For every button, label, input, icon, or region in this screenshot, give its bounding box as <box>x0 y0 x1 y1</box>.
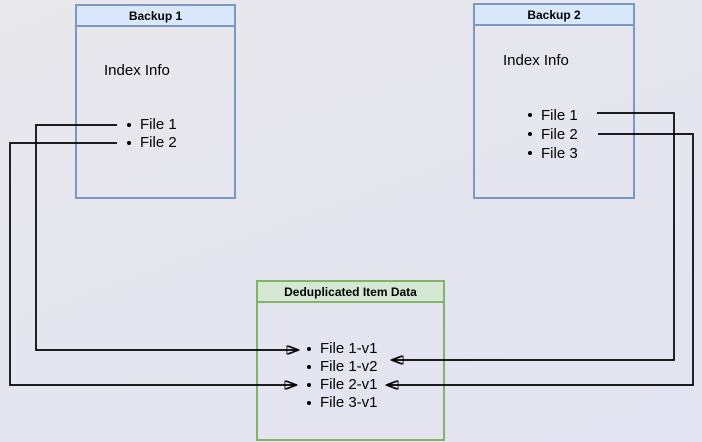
backup2-box: Backup 2 Index Info File 1 File 2 File 3 <box>473 3 635 199</box>
dedup-file-2-v1-item: File 2-v1 <box>307 376 378 394</box>
backup1-title: Backup 1 <box>77 6 234 27</box>
backup2-file-1-item: File 1 <box>528 106 578 125</box>
backup1-file-2-item: File 2 <box>127 134 177 152</box>
dedup-title: Deduplicated Item Data <box>258 282 443 303</box>
dedup-file-list: File 1-v1 File 1-v2 File 2-v1 File 3-v1 <box>307 340 378 412</box>
backup2-title: Backup 2 <box>475 5 633 26</box>
backup1-box: Backup 1 Index Info File 1 File 2 <box>75 4 236 199</box>
backup2-file-list: File 1 File 2 File 3 <box>528 106 578 163</box>
backup2-file-3-item: File 3 <box>528 144 578 163</box>
backup2-file-2-item: File 2 <box>528 125 578 144</box>
dedup-file-1-v1-item: File 1-v1 <box>307 340 378 358</box>
backup1-index-info-label: Index Info <box>104 62 170 79</box>
backup2-index-info-label: Index Info <box>503 52 569 69</box>
deduplicated-item-data-box: Deduplicated Item Data File 1-v1 File 1-… <box>256 280 445 441</box>
dedup-file-1-v2-item: File 1-v2 <box>307 358 378 376</box>
backup1-file-1-item: File 1 <box>127 116 177 134</box>
backup1-file-list: File 1 File 2 <box>127 116 177 152</box>
dedup-file-3-v1-item: File 3-v1 <box>307 394 378 412</box>
